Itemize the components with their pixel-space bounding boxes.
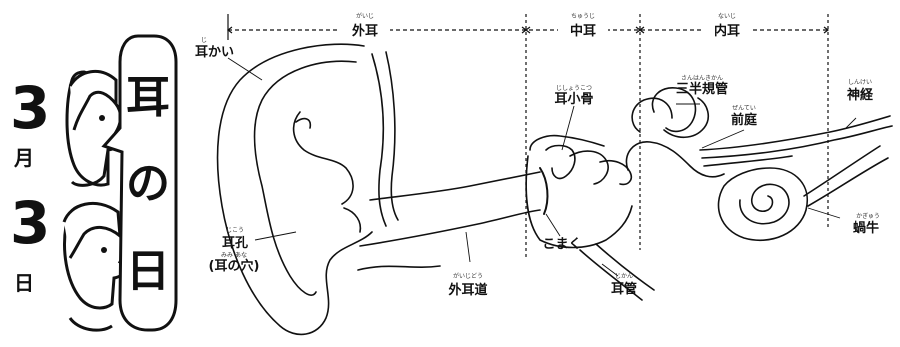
ossicle-malleus xyxy=(546,146,575,179)
cochlea-label: 蝸牛 xyxy=(853,220,879,236)
bubble-char-3: 日 xyxy=(126,246,170,297)
ossicles-ruby: じしょうこつ xyxy=(556,85,592,92)
vestibule-label: 前庭 xyxy=(731,112,758,128)
cochlea-outer xyxy=(718,168,807,240)
month-unit: 月 xyxy=(13,146,34,170)
section-label-middle: ちゅうじ 中耳 xyxy=(558,13,608,39)
boy-face xyxy=(64,203,125,330)
ear-canal-lower xyxy=(360,210,540,246)
part-label-semicircular: さんはんきかん 三半規管 xyxy=(676,75,728,97)
ear-anatomy xyxy=(218,44,892,334)
pinna-inner-rim xyxy=(254,61,356,295)
nerve-ruby: しんけい xyxy=(848,79,872,86)
middle-ear-ruby: ちゅうじ xyxy=(571,13,595,20)
ear-hole-sub: (耳の穴) xyxy=(209,258,260,274)
outer-ear-label: 外耳 xyxy=(351,23,378,39)
part-label-cochlea: かぎゅう 蝸牛 xyxy=(853,212,880,236)
middle-ear-label: 中耳 xyxy=(570,23,596,39)
part-label-pinna: じ 耳かい xyxy=(195,37,234,60)
ear-canal-upper xyxy=(370,172,540,200)
bubble-char-2: の xyxy=(126,158,170,209)
ear-canal-label: 外耳道 xyxy=(447,282,487,298)
cochlea-ruby: かぎゅう xyxy=(856,212,880,220)
date-block: 3 月 3 日 xyxy=(10,74,50,295)
tragus xyxy=(344,208,360,232)
ear-hole-sub-ruby: みみ あな xyxy=(221,252,247,259)
vestibule-ruby: ぜんてい xyxy=(732,105,756,112)
day-number: 3 xyxy=(10,189,50,257)
part-label-ossicles: じしょうこつ 耳小骨 xyxy=(554,85,593,107)
eardrum-label: こまく xyxy=(542,237,581,252)
ossicles-label: 耳小骨 xyxy=(554,92,593,107)
pinna-ruby: じ xyxy=(201,37,207,44)
part-label-nerve: しんけい 神経 xyxy=(847,79,874,103)
section-label-outer: がいじ 外耳 xyxy=(340,12,390,39)
girl-face xyxy=(67,71,121,185)
eustachian-label: 耳管 xyxy=(611,281,637,297)
month-number: 3 xyxy=(10,74,50,142)
inner-ear-label: 内耳 xyxy=(714,23,740,39)
part-label-eustachian: じかん 耳管 xyxy=(611,273,637,297)
ear-canal-ruby: がいじどう xyxy=(453,272,483,280)
ossicle-incus xyxy=(570,151,608,184)
vestibule-body xyxy=(626,142,724,177)
ear-hole-ruby: じこう xyxy=(226,227,244,234)
part-label-ear-canal: がいじどう 外耳道 xyxy=(447,272,487,298)
nerve-label: 神経 xyxy=(847,87,874,103)
section-brackets xyxy=(228,14,828,260)
semicircular-ruby: さんはんきかん xyxy=(681,75,723,82)
outer-ear-ruby: がいじ xyxy=(356,12,374,20)
eardrum-membrane xyxy=(540,168,547,214)
skull-curve xyxy=(358,266,440,270)
concha xyxy=(294,112,353,204)
pinna-outline xyxy=(218,44,372,334)
eustachian-ruby: じかん xyxy=(615,273,633,280)
part-label-eardrum: こまく xyxy=(542,237,581,252)
part-label-ear-hole: じこう 耳孔 みみ あな (耳の穴) xyxy=(209,227,260,274)
part-label-vestibule: ぜんてい 前庭 xyxy=(731,105,758,128)
inner-ear-ruby: ないじ xyxy=(718,13,736,20)
bubble-char-1: 耳 xyxy=(126,72,170,123)
ear-hole-label: 耳孔 xyxy=(222,236,248,251)
day-unit: 日 xyxy=(14,271,34,295)
semicircular-label: 三半規管 xyxy=(676,81,728,97)
cochlea-spiral xyxy=(740,184,789,223)
section-label-inner: ないじ 内耳 xyxy=(702,13,752,39)
pinna-label: 耳かい xyxy=(195,45,234,60)
